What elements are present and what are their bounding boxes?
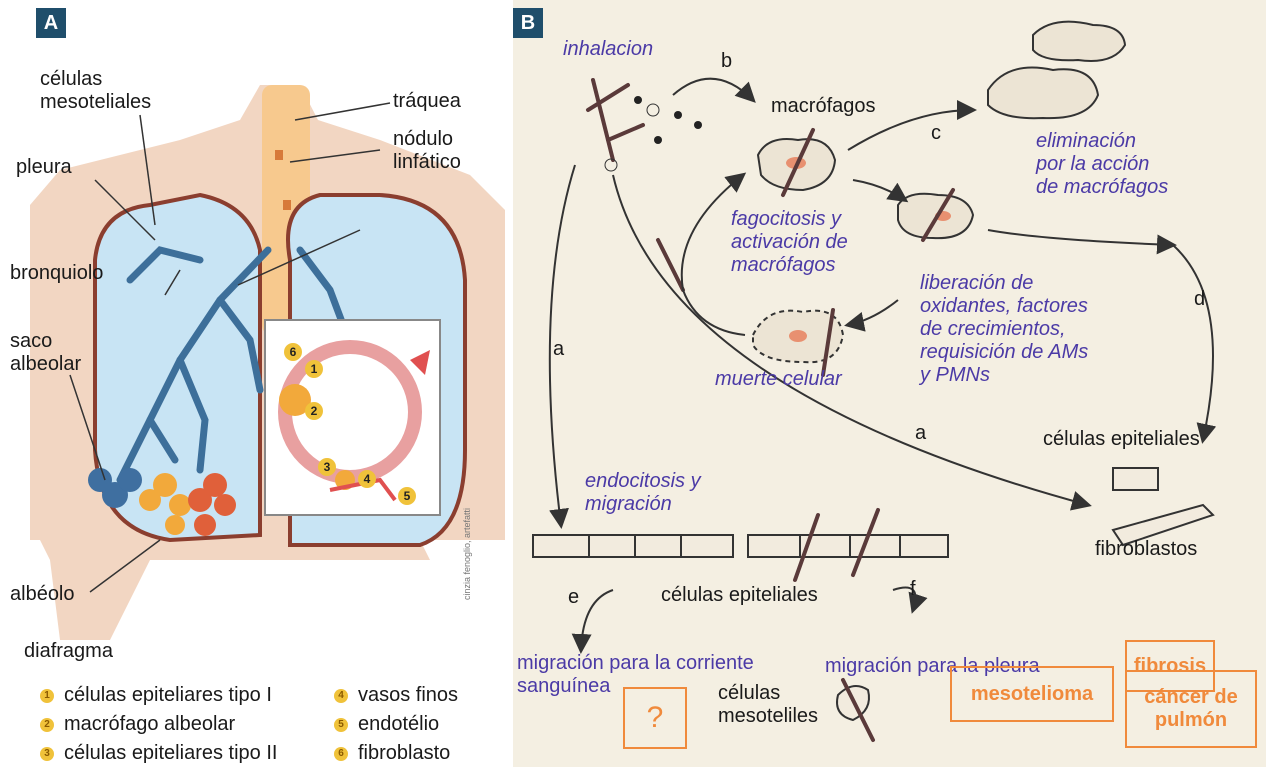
- legend-text: vasos finos: [358, 684, 458, 707]
- legend-text: células epiteliares tipo I: [64, 684, 272, 707]
- legend-item-4: 4 vasos finos: [334, 684, 458, 707]
- legend-text: endotélio: [358, 713, 439, 736]
- label-fagocitosis: fagocitosis y activación de macrófagos: [731, 208, 848, 277]
- legend-item-1: 1 células epiteliares tipo I: [40, 684, 272, 707]
- letter-b: b: [721, 50, 732, 73]
- letter-a-center: a: [915, 422, 926, 445]
- inset-marker-3: 3: [318, 458, 336, 476]
- inset-marker-4: 4: [358, 470, 376, 488]
- outcome-mesotelioma: mesotelioma: [950, 666, 1114, 722]
- panel-b: B inhalacion b macrófagos c eliminación …: [513, 0, 1266, 767]
- illustration-credit: cinzia fenoglio, artefatti: [462, 508, 472, 600]
- panel-b-badge: B: [513, 8, 543, 38]
- label-celulas-mesoteliles: células mesoteliles: [718, 682, 818, 728]
- label-bronquiolo: bronquiolo: [10, 262, 103, 285]
- label-albeolo: albéolo: [10, 583, 75, 606]
- letter-a-left: a: [553, 338, 564, 361]
- label-eliminacion: eliminación por la acción de macrófagos: [1036, 130, 1168, 199]
- inset-marker-1: 1: [305, 360, 323, 378]
- label-endocitosis: endocitosis y migración: [585, 470, 701, 516]
- legend-text: macrófago albeolar: [64, 713, 235, 736]
- legend-number-icon: 6: [334, 747, 348, 761]
- label-traquea: tráquea: [393, 90, 461, 113]
- legend-number-icon: 4: [334, 689, 348, 703]
- legend-item-3: 3 células epiteliares tipo II: [40, 742, 277, 765]
- outcome-cancer-pulmon: cáncer de pulmón: [1125, 670, 1257, 748]
- letter-d: d: [1194, 288, 1205, 311]
- label-diafragma: diafragma: [24, 640, 113, 663]
- label-macrofagos: macrófagos: [771, 95, 876, 118]
- legend-item-6: 6 fibroblasto: [334, 742, 450, 765]
- inset-marker-2: 2: [305, 402, 323, 420]
- label-muerte-celular: muerte celular: [715, 368, 842, 391]
- legend-number-icon: 5: [334, 718, 348, 732]
- legend-number-icon: 1: [40, 689, 54, 703]
- inset-marker-6: 6: [284, 343, 302, 361]
- label-fibroblastos: fibroblastos: [1095, 538, 1197, 561]
- label-pleura: pleura: [16, 156, 72, 179]
- legend-number-icon: 2: [40, 718, 54, 732]
- legend-item-5: 5 endotélio: [334, 713, 439, 736]
- label-celulas-epiteliales-center: células epiteliales: [661, 584, 818, 607]
- panel-a-badge: A: [36, 8, 66, 38]
- label-celulas-epiteliales-right: células epiteliales: [1043, 428, 1200, 451]
- label-liberacion: liberación de oxidantes, factores de cre…: [920, 272, 1088, 387]
- legend-number-icon: 3: [40, 747, 54, 761]
- legend-text: fibroblasto: [358, 742, 450, 765]
- panel-a: A células mesoteliales pleura tráquea nó…: [0, 0, 505, 767]
- label-nodulo: nódulo linfático: [393, 128, 461, 174]
- inset-marker-5: 5: [398, 487, 416, 505]
- unknown-outcome-box: ?: [623, 687, 687, 749]
- letter-f: f: [910, 578, 916, 601]
- letter-c: c: [931, 122, 941, 145]
- legend-text: células epiteliares tipo II: [64, 742, 277, 765]
- label-inhalacion: inhalacion: [563, 38, 653, 61]
- legend-item-2: 2 macrófago albeolar: [40, 713, 235, 736]
- letter-e: e: [568, 586, 579, 609]
- label-celulas-mesoteliales: células mesoteliales: [40, 68, 151, 114]
- label-saco: saco albeolar: [10, 330, 81, 376]
